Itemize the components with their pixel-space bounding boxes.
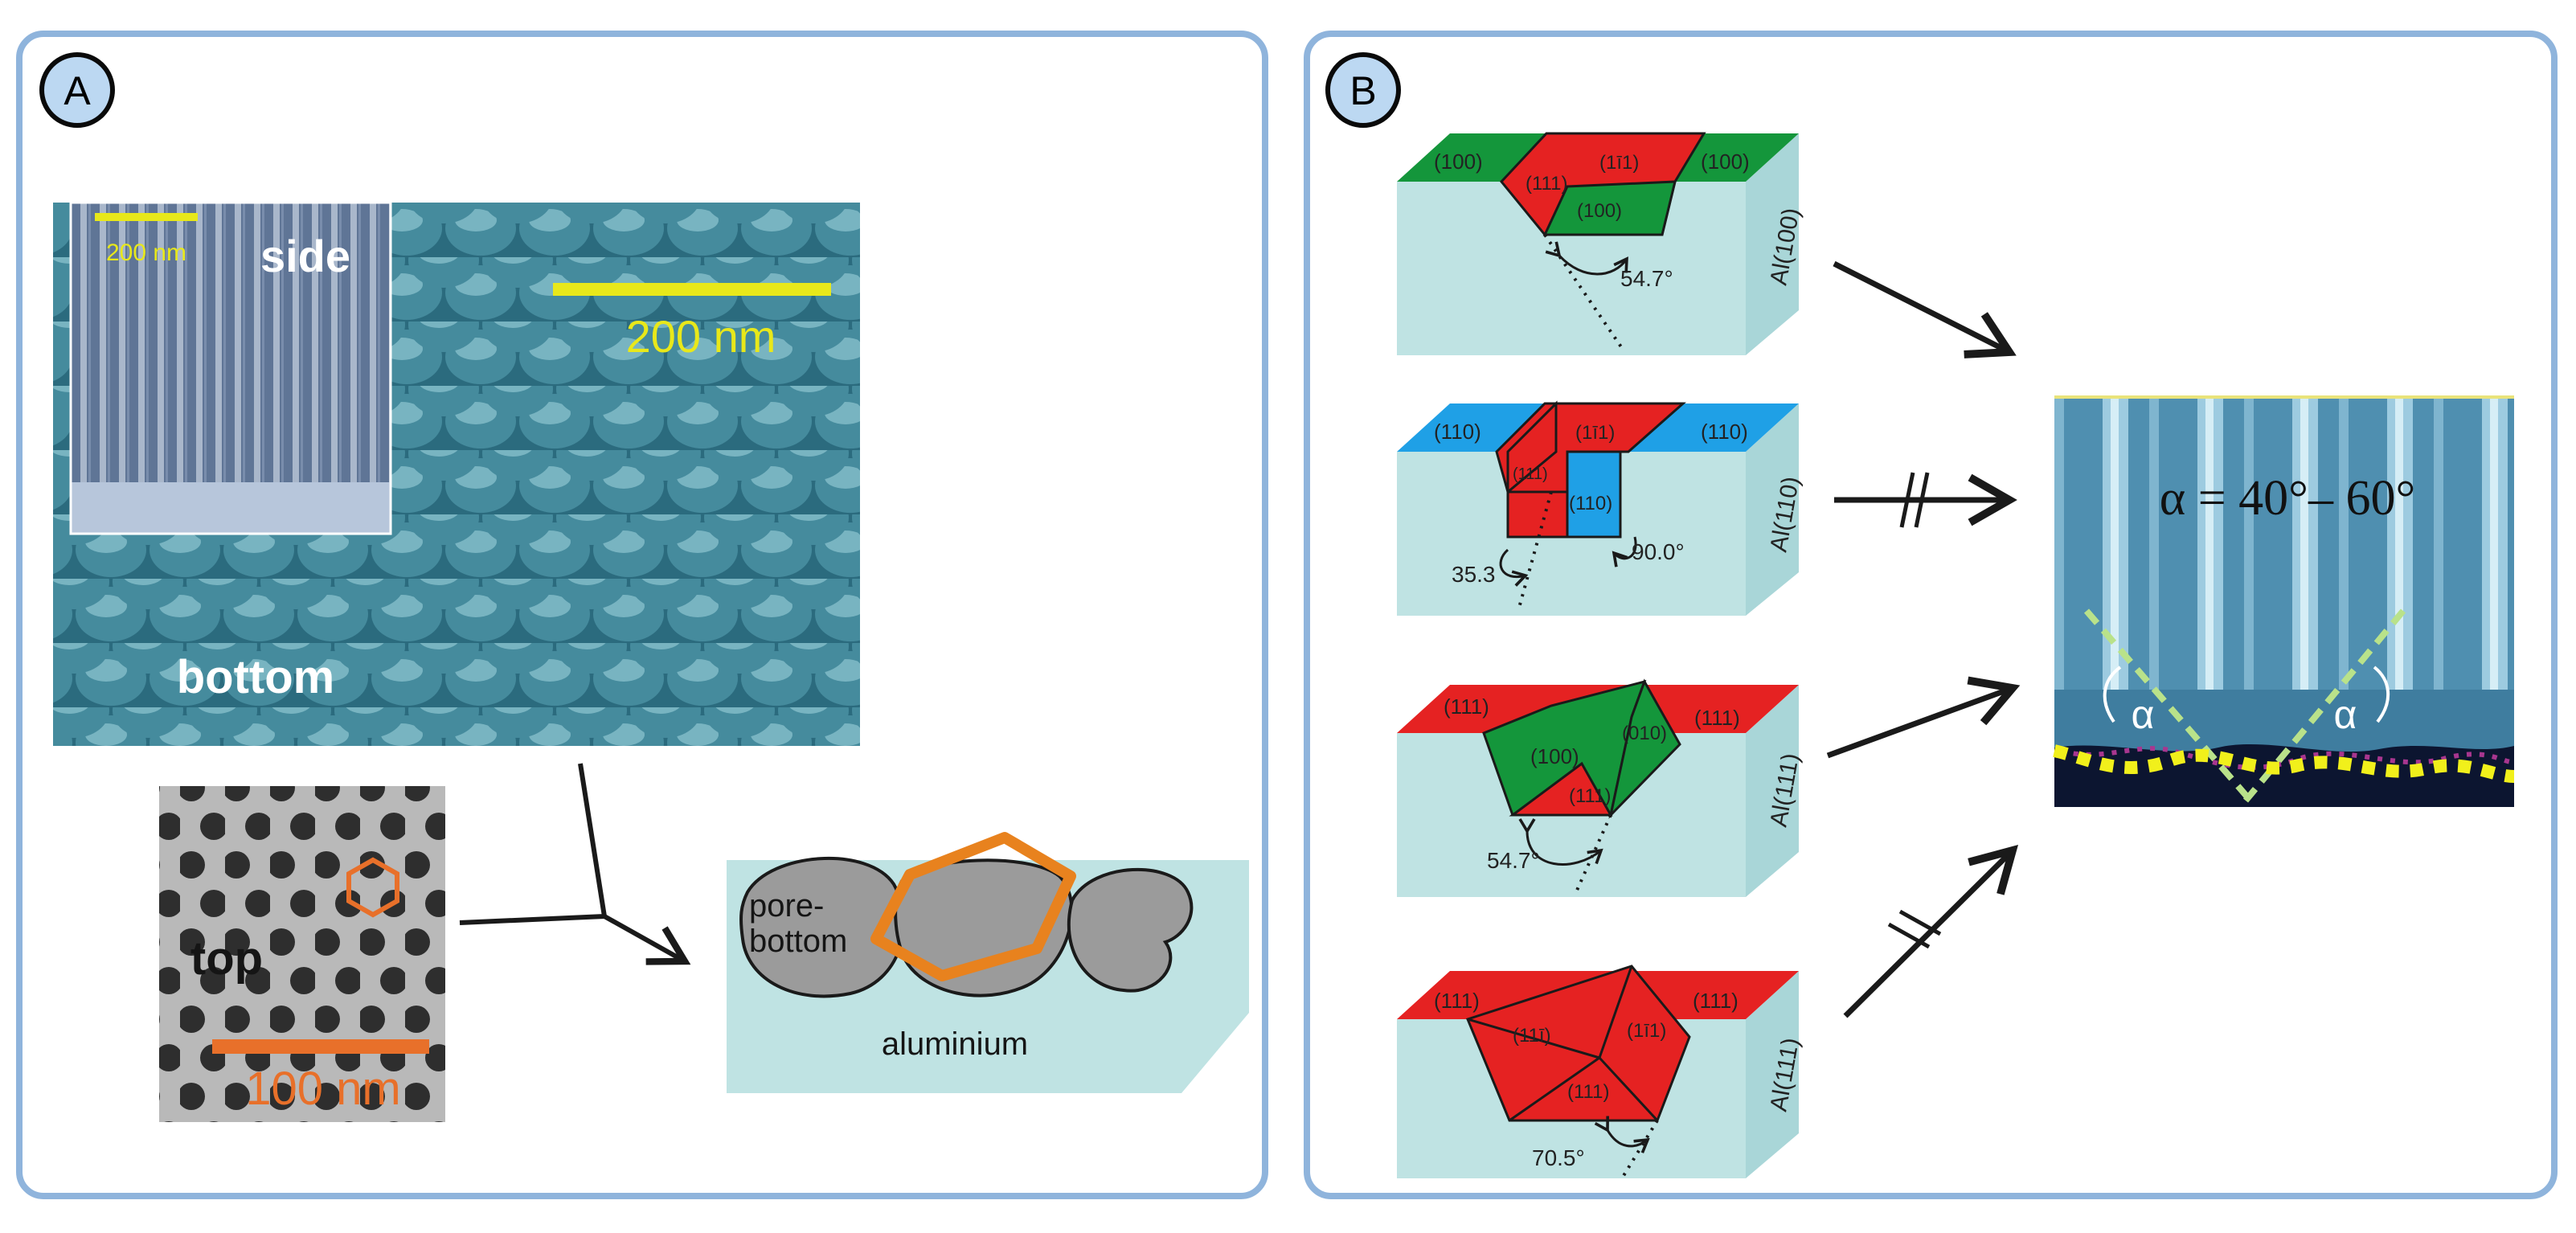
sem-top-image: top 100 nm <box>159 786 445 1122</box>
sem-bottom-scale-label: 200 nm <box>626 311 776 362</box>
panel-a: A 200 nm bottom 200 nm side top <box>16 31 1268 1199</box>
crystal-block-al111-a: (111) (111) (100) (010) (111) 54.7° Al(1… <box>1397 678 1804 897</box>
alpha-left-label: α <box>2132 692 2155 737</box>
panel-a-badge-label: A <box>63 68 91 113</box>
al111b-face-3: (111) <box>1567 1081 1609 1103</box>
al100-face-1: (111) <box>1526 173 1567 195</box>
al111a-top-left: (111) <box>1444 694 1489 719</box>
al110-face-2: (1ī1) <box>1575 422 1615 444</box>
al100-top-right: (100) <box>1701 150 1750 174</box>
al110-angle-right: 90.0° <box>1632 539 1685 564</box>
hexagon-overlay <box>870 832 1076 981</box>
al111a-face-1: (100) <box>1530 744 1579 768</box>
arrow-al100 <box>1833 260 2017 358</box>
sem-side-label: side <box>260 231 350 281</box>
pore-bottom-contour <box>2053 744 2515 783</box>
etch-pit-al111-b <box>1465 965 1691 1122</box>
pore-label-line2: bottom <box>749 924 847 959</box>
crystal-block-al110: (110) (110) (111) (1ī1) (110) 35.3 90.0°… <box>1397 400 1804 616</box>
sem-top-label: top <box>190 932 263 985</box>
pore-label-line1: pore- <box>749 888 824 924</box>
combine-arrow <box>459 763 691 965</box>
panel-b-badge: B <box>1325 52 1401 128</box>
pore-bottom-left <box>739 856 906 998</box>
al111a-top-right: (111) <box>1694 706 1740 730</box>
al100-angle: 54.7° <box>1620 266 1673 291</box>
al111b-angle: 70.5° <box>1532 1145 1585 1170</box>
al111a-face-2: (010) <box>1622 723 1667 744</box>
crystal-block-al111-b: (111) (111) (11ī) (1ī1) (111) 70.5° Al(1… <box>1397 965 1804 1180</box>
al100-face-2: (1ī1) <box>1599 152 1639 174</box>
al111b-face-2: (1ī1) <box>1627 1020 1666 1042</box>
aluminium-label: aluminium <box>882 1026 1028 1062</box>
al110-face-1: (111) <box>1513 465 1548 483</box>
arrow-al111-b <box>1843 845 2019 1018</box>
pore-bottom-right <box>1067 867 1194 993</box>
al111a-face-3: (111) <box>1569 785 1611 807</box>
al110-face-3: (110) <box>1569 493 1612 514</box>
al111a-angle: 54.7° <box>1487 848 1540 873</box>
al111b-top-right: (111) <box>1693 989 1738 1013</box>
arrow-al111-b-cross <box>1887 909 1942 949</box>
al110-top-right: (110) <box>1701 420 1748 444</box>
al100-top-left: (100) <box>1434 150 1483 174</box>
alpha-guide-right <box>2242 608 2406 803</box>
sem-bottom-label: bottom <box>177 651 335 703</box>
pore-schematic: pore- bottom aluminium <box>727 832 1249 1093</box>
block-arrows <box>1826 260 2021 1018</box>
al100-face-3: (100) <box>1577 200 1622 222</box>
pore-cross-section-micrograph: α α α = 40°– 60° <box>2053 395 2515 807</box>
panel-a-badge: A <box>39 52 115 128</box>
al111b-top-left: (111) <box>1434 989 1480 1013</box>
sem-top-scale-label: 100 nm <box>245 1063 400 1115</box>
arrow-al110-cross <box>1899 472 1930 528</box>
panel-b-badge-label: B <box>1349 68 1376 113</box>
arrow-al111-a <box>1826 676 2021 759</box>
sem-side-inset: 200 nm side <box>69 201 392 535</box>
sem-side-scale-label: 200 nm <box>106 240 186 266</box>
sem-bottom-image: 200 nm bottom 200 nm side <box>53 201 860 746</box>
crystal-block-al100: (100) (100) (111) (1ī1) (100) 54.7° Al(1… <box>1397 132 1805 355</box>
alpha-right-label: α <box>2334 692 2357 737</box>
alpha-guide-left <box>2083 608 2254 803</box>
hexagon-marker <box>346 857 399 918</box>
al110-top-left: (110) <box>1434 420 1481 444</box>
micrograph-angle-label: α = 40°– 60° <box>2160 471 2416 526</box>
panel-b: B (100) (100) (111) (1ī1) (100) 54.7° Al… <box>1304 31 2558 1199</box>
al111b-face-1: (11ī) <box>1513 1025 1551 1047</box>
al110-angle-left: 35.3 <box>1452 562 1496 587</box>
